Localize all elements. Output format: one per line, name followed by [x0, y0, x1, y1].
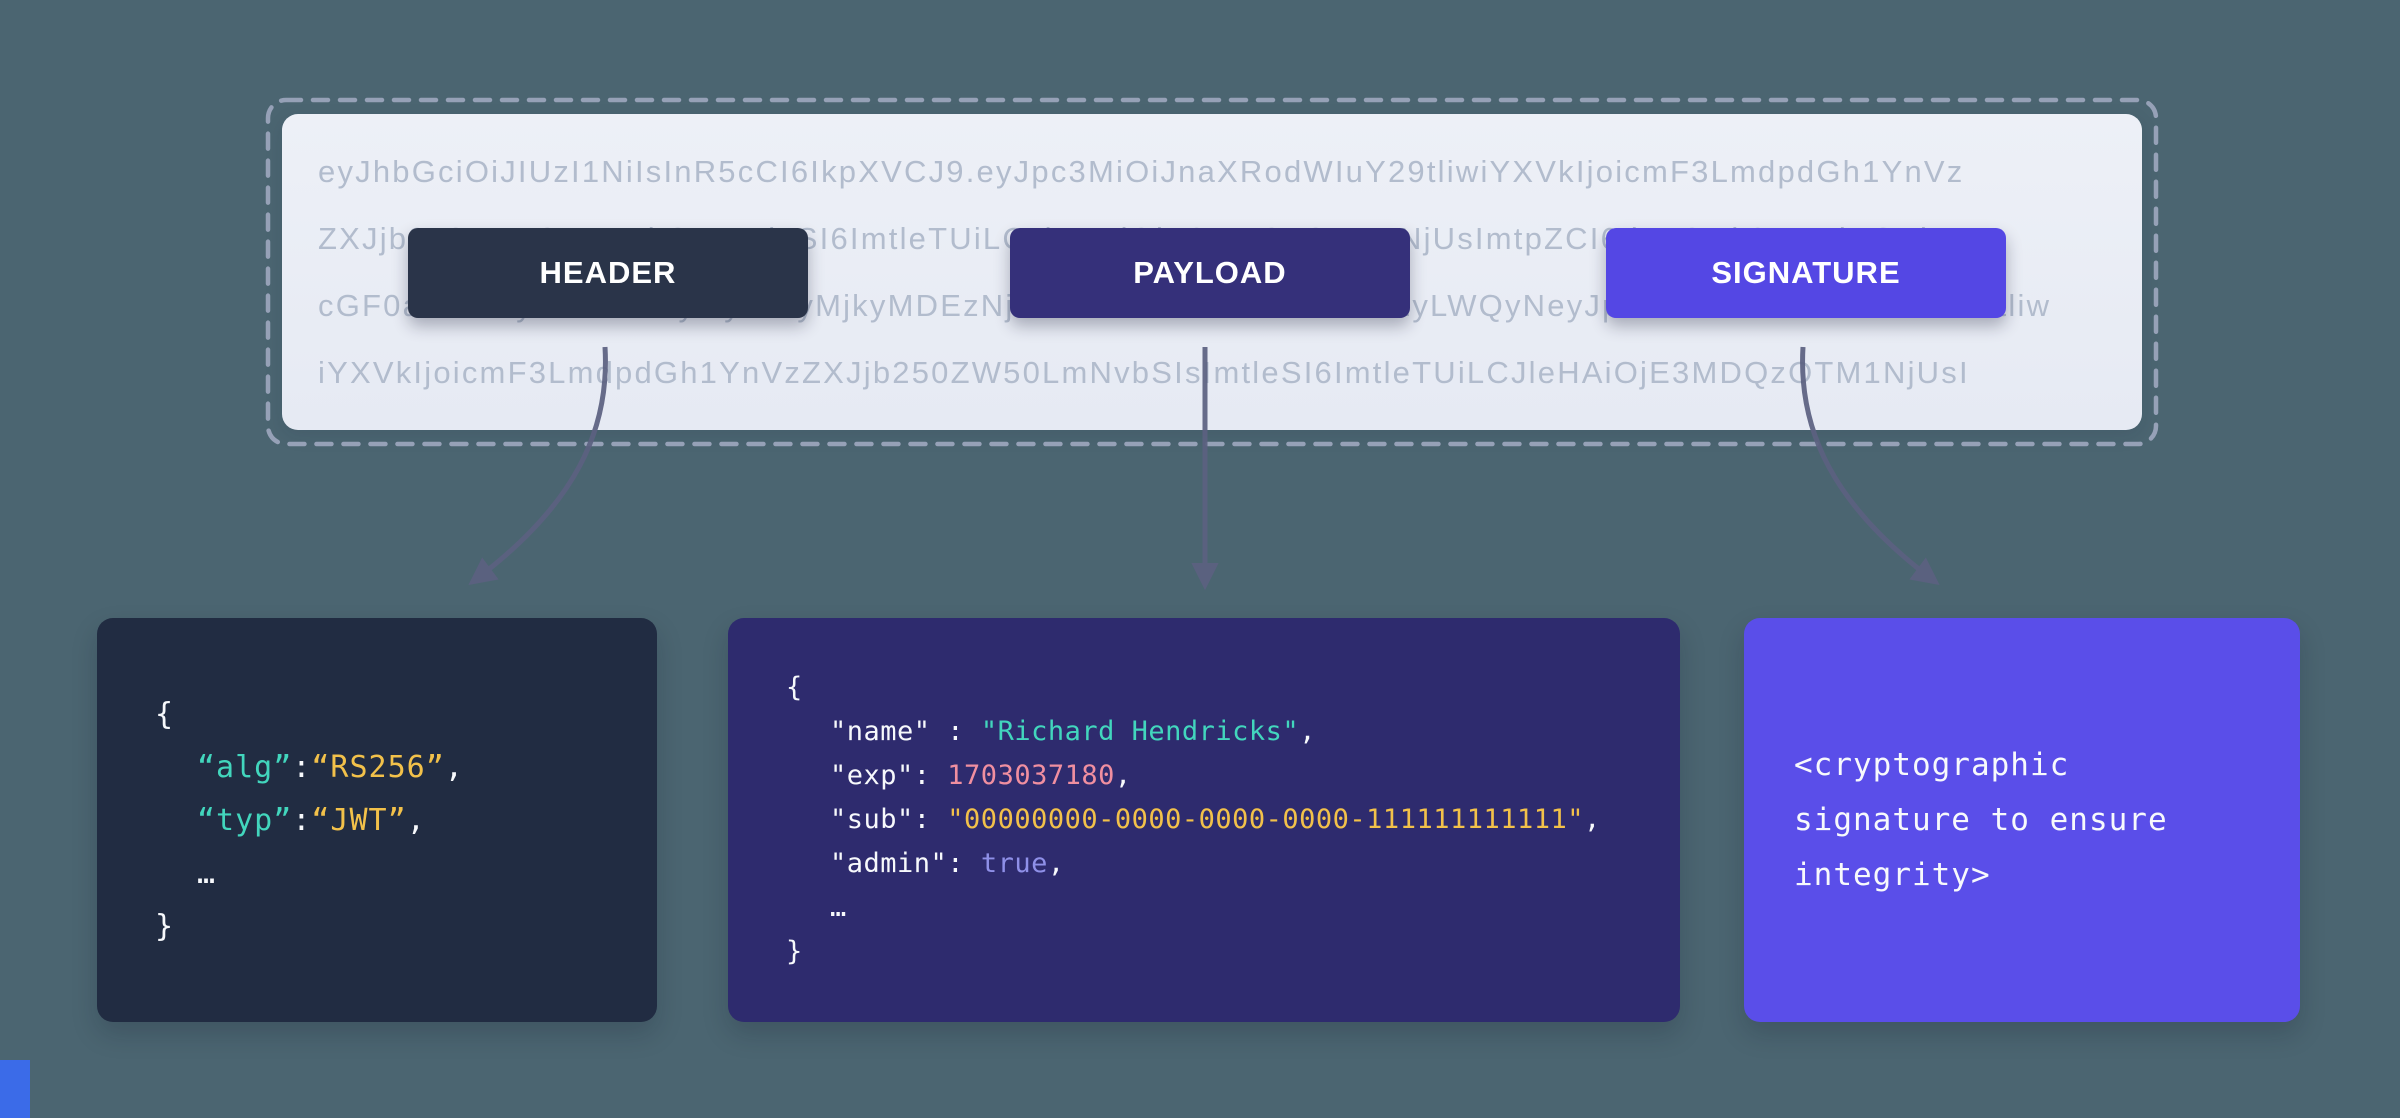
- signature-line-3: integrity>: [1794, 856, 1991, 893]
- typ-key: “typ”: [197, 802, 293, 838]
- payload-exp-line: "exp": 1703037180,: [830, 760, 1132, 791]
- admin-value: true: [980, 848, 1048, 879]
- alg-value: “RS256”: [311, 749, 445, 785]
- signature-line-1: <cryptographic: [1794, 746, 2070, 783]
- header-typ-line: “typ”:“JWT”,: [197, 802, 426, 838]
- signature-label-pill: SIGNATURE: [1606, 228, 2006, 318]
- name-value: "Richard Hendricks": [980, 716, 1300, 747]
- payload-open-brace: {: [786, 672, 803, 703]
- header-close-brace: }: [155, 908, 175, 944]
- header-open-brace: {: [155, 696, 175, 732]
- signature-line-2: signature to ensure: [1794, 801, 2168, 838]
- payload-ellipsis: …: [830, 892, 847, 923]
- header-alg-line: “alg”:“RS256”,: [197, 749, 464, 785]
- payload-label-pill: PAYLOAD: [1010, 228, 1410, 318]
- header-label-pill: HEADER: [408, 228, 808, 318]
- payload-close-brace: }: [786, 936, 803, 967]
- sub-key: "sub": [830, 804, 914, 835]
- signature-card: <cryptographic signature to ensure integ…: [1744, 618, 2300, 1022]
- edge-artifact: [0, 1060, 30, 1118]
- header-ellipsis: …: [197, 855, 217, 891]
- alg-key: “alg”: [197, 749, 293, 785]
- token-line-1: eyJhbGciOiJIUzI1NiIsInR5cCI6IkpXVCJ9.eyJ…: [318, 154, 1965, 189]
- payload-sub-line: "sub": "00000000-0000-0000-0000-11111111…: [830, 804, 1601, 835]
- payload-admin-line: "admin": true,: [830, 848, 1065, 879]
- sub-value: "00000000-0000-0000-0000-111111111111": [947, 804, 1585, 835]
- exp-value: 1703037180: [947, 760, 1115, 791]
- token-line-4: iYXVkIjoicmF3LmdpdGh1YnVzZXJjb250ZW50LmN…: [318, 355, 1970, 390]
- header-json-card: { “alg”:“RS256”, “typ”:“JWT”, … }: [97, 618, 657, 1022]
- typ-value: “JWT”: [311, 802, 407, 838]
- admin-key: "admin": [830, 848, 948, 879]
- name-key: "name": [830, 716, 931, 747]
- exp-key: "exp": [830, 760, 914, 791]
- payload-name-line: "name" : "Richard Hendricks",: [830, 716, 1316, 747]
- payload-json-card: { "name" : "Richard Hendricks", "exp": 1…: [728, 618, 1680, 1022]
